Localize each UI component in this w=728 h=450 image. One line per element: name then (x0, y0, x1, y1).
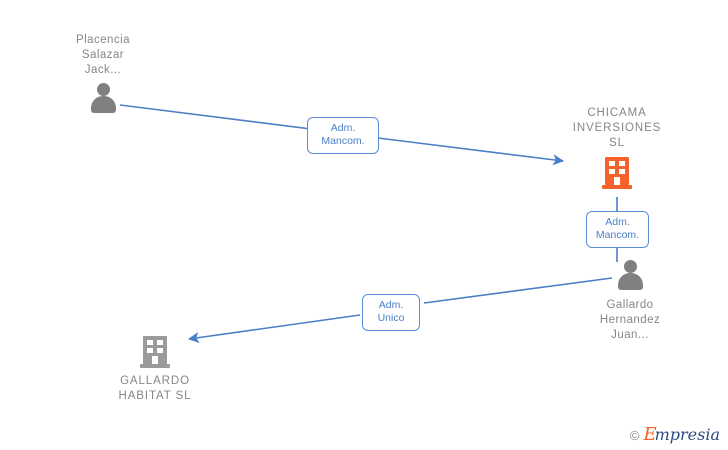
building-icon-window (609, 169, 615, 174)
building-icon-window (619, 169, 625, 174)
building-icon-base (602, 185, 632, 189)
person-icon (613, 260, 647, 292)
node-gallardo-habitat[interactable]: GALLARDO HABITAT SL (75, 336, 235, 404)
edge-label-adm-mancom-1[interactable]: Adm. Mancom. (307, 117, 379, 154)
empresia-logo: E mpresia (643, 426, 720, 444)
node-chicama-inversiones[interactable]: CHICAMA INVERSIONES SL (537, 106, 697, 189)
building-icon-window (157, 348, 163, 353)
building-icon (138, 336, 172, 368)
edge-gallardo-hernandez-to-label (423, 277, 613, 304)
person-icon-body (617, 273, 643, 290)
building-icon-door (152, 356, 158, 364)
empresia-watermark: © E mpresia (630, 426, 720, 444)
edge-label-adm-mancom-2[interactable]: Adm. Mancom. (586, 211, 649, 248)
building-icon-base (140, 364, 170, 368)
node-placencia-salazar[interactable]: Placencia Salazar Jack... (23, 33, 183, 115)
edge-placencia-to-label (119, 104, 312, 130)
empresia-logo-text: mpresia (654, 425, 720, 444)
building-icon (600, 157, 634, 189)
node-label-chicama: CHICAMA INVERSIONES SL (572, 107, 662, 149)
node-gallardo-hernandez[interactable]: Gallardo Hernandez Juan... (550, 260, 710, 343)
node-label-gallardo-hernandez: Gallardo Hernandez Juan... (599, 299, 661, 341)
person-icon-head (623, 260, 637, 273)
person-icon-body (90, 96, 116, 113)
edge-label-to-gallardo-habitat (187, 314, 361, 344)
copyright-icon: © (629, 427, 640, 443)
building-icon-window (619, 161, 625, 166)
building-icon-window (147, 340, 153, 345)
node-label-placencia: Placencia Salazar Jack... (76, 34, 130, 76)
edge-label-adm-unico[interactable]: Adm. Unico (362, 294, 420, 331)
edge-label-to-chicama (377, 137, 565, 166)
person-icon (86, 83, 120, 115)
building-icon-window (157, 340, 163, 345)
person-icon-head (96, 83, 110, 96)
empresia-logo-initial: E (643, 424, 657, 445)
building-icon-window (609, 161, 615, 166)
building-icon-door (614, 177, 620, 185)
node-label-gallardo-habitat: GALLARDO HABITAT SL (118, 375, 192, 402)
building-icon-window (147, 348, 153, 353)
